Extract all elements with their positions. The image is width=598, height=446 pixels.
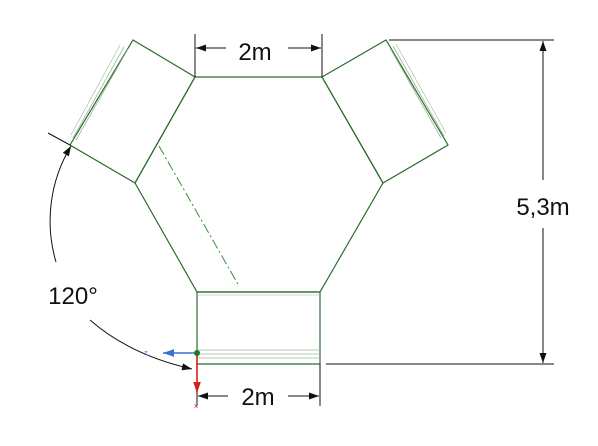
- angle-dimension: [47, 132, 193, 371]
- angle-label: 120°: [48, 283, 98, 310]
- x-axis-label: x: [194, 402, 198, 410]
- arm-top-left: [69, 39, 196, 184]
- dimension-height: [326, 39, 554, 365]
- arm-top-right: [321, 39, 449, 184]
- hidden-edge-line: [158, 145, 240, 287]
- origin-point: [194, 350, 200, 356]
- dimension-height-label: 5,3m: [516, 194, 569, 221]
- axes-indicator: z x: [144, 349, 201, 410]
- z-axis-label: z: [144, 349, 148, 357]
- central-hexagon: [134, 76, 384, 293]
- dimension-top: [194, 34, 323, 77]
- dimension-top-label: 2m: [238, 39, 271, 66]
- arm-bottom: [196, 291, 321, 365]
- dimension-bottom-label: 2m: [241, 384, 274, 411]
